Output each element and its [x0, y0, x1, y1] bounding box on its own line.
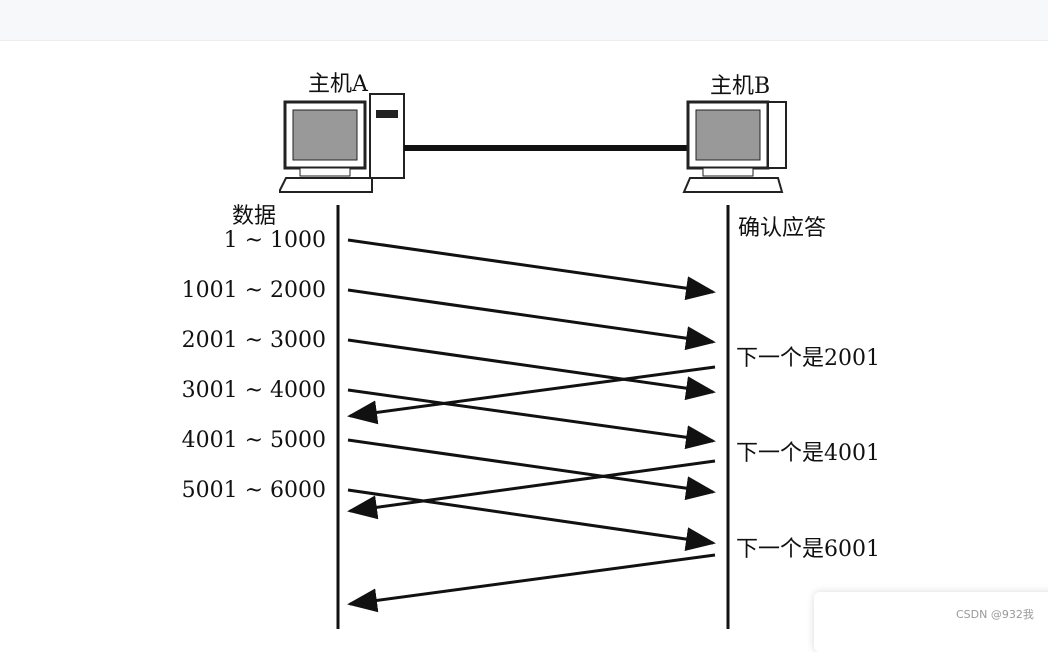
watermark: CSDN @932我 — [956, 608, 1034, 621]
data-arrow — [347, 288, 716, 351]
host-b-label: 主机B — [710, 74, 771, 99]
ack-arrow — [347, 365, 716, 425]
segment-label: 5001 ~ 6000 — [181, 478, 326, 503]
floating-card[interactable] — [814, 592, 1048, 652]
data-label: 数据 — [232, 204, 277, 229]
ack-arrow — [347, 553, 716, 613]
data-arrow — [347, 238, 716, 301]
data-arrow — [347, 388, 716, 450]
data-arrow — [347, 438, 716, 501]
segment-label: 1 ~ 1000 — [223, 228, 326, 253]
data-arrow — [347, 488, 716, 551]
host-a-label: 主机A — [308, 72, 368, 97]
host-b-computer-icon — [682, 100, 787, 193]
segment-label: 4001 ~ 5000 — [181, 428, 326, 453]
ack-arrow — [347, 459, 716, 520]
top-bar — [0, 0, 1048, 41]
data-arrow — [347, 338, 716, 401]
host-a-computer-icon — [279, 93, 405, 193]
ack-text: 下一个是2001 — [736, 346, 880, 371]
ack-label: 确认应答 — [738, 216, 827, 241]
segment-label: 3001 ~ 4000 — [181, 378, 326, 403]
tcp-diagram — [279, 93, 787, 629]
segment-label: 2001 ~ 3000 — [181, 328, 326, 353]
ack-text: 下一个是4001 — [736, 441, 880, 466]
ack-text: 下一个是6001 — [736, 537, 880, 562]
segment-label: 1001 ~ 2000 — [181, 278, 326, 303]
